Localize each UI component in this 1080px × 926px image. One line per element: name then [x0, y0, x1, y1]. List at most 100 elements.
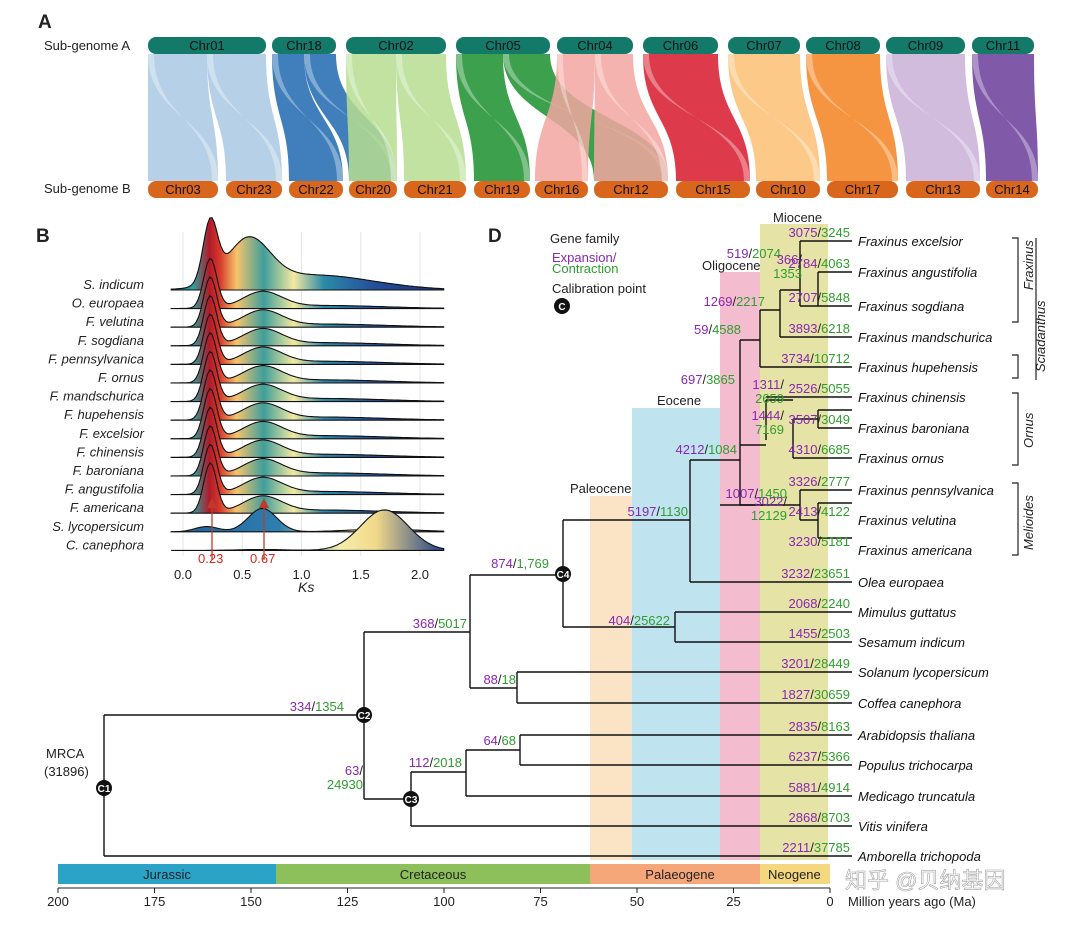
period-cretaceous — [276, 864, 590, 884]
taxon-contraction: 5055 — [821, 381, 850, 396]
node-contraction: 2074 — [752, 246, 781, 261]
taxon-name: Fraxinus velutina — [858, 513, 956, 528]
panel-a-letter: A — [38, 12, 52, 33]
node-expansion: 1444 — [751, 408, 780, 423]
synteny-ribbons — [148, 54, 1038, 181]
taxon-expansion: 2707 — [789, 290, 818, 305]
calibration-c3: C3 — [403, 791, 419, 807]
chromosome-bottom-0 — [148, 181, 218, 198]
taxon-counts: 2211/37785 — [782, 840, 850, 855]
phylogenetic-tree — [103, 240, 852, 857]
chromosome-bottom-12 — [986, 181, 1038, 198]
chromosome-top-label: Chr05 — [485, 38, 520, 53]
chromosome-bottom-7 — [594, 181, 668, 198]
taxon-contraction: 23651 — [814, 566, 850, 581]
time-tick-label: 175 — [144, 894, 166, 909]
taxon-expansion: 4310 — [789, 442, 818, 457]
taxon-contraction: 8163 — [821, 719, 850, 734]
taxon-name: Olea europaea — [858, 575, 944, 590]
ks-species-label: F. ornus — [98, 370, 145, 385]
calibration-point-icon-letter: C — [558, 302, 565, 313]
paleocene-band — [590, 496, 632, 860]
period-palaeogene-label: Palaeogene — [645, 867, 714, 882]
taxon-contraction: 4122 — [821, 504, 850, 519]
ks-density-ridge — [170, 406, 445, 458]
synteny-ribbon — [272, 54, 343, 181]
taxon-counts: 2526/5055 — [789, 381, 850, 396]
taxon-slash: / — [810, 840, 814, 855]
node-counts: 4212/1084 — [676, 442, 737, 457]
taxon-expansion: 1827 — [781, 687, 810, 702]
taxon-counts: 3734/10712 — [781, 351, 850, 366]
taxon-counts: 2868/8703 — [789, 810, 850, 825]
taxon-contraction: 4914 — [821, 780, 850, 795]
ks-tick-label: 0.5 — [233, 567, 251, 582]
time-tick-label: 100 — [433, 894, 455, 909]
panel-d-letter: D — [488, 226, 502, 247]
node-contraction: 2217 — [736, 294, 765, 309]
taxon-counts: 3507/3049 — [789, 412, 850, 427]
taxon-expansion: 3232 — [781, 566, 810, 581]
node-slash: / — [498, 672, 502, 687]
ks-density-ridge — [170, 294, 445, 347]
taxon-contraction: 10712 — [814, 351, 850, 366]
chromosome-bottom-label: Chr17 — [845, 182, 880, 197]
taxon-name: Fraxinus chinensis — [858, 390, 966, 405]
node-expansion: 5197 — [627, 504, 656, 519]
chromosome-top-label: Chr07 — [746, 38, 781, 53]
taxon-slash: / — [817, 810, 821, 825]
ks-ridgeline-plot — [170, 217, 445, 551]
taxon-name: Fraxinus angustifolia — [858, 265, 977, 280]
chromosome-bottom-1 — [226, 181, 282, 198]
node-expansion: 3022 — [754, 494, 783, 509]
taxon-expansion: 3075 — [789, 225, 818, 240]
taxon-counts: 3326/2777 — [789, 474, 850, 489]
calibration-c1: C1 — [96, 780, 112, 796]
chromosome-bottom-8 — [676, 181, 750, 198]
taxon-slash: / — [817, 321, 821, 336]
taxon-slash: / — [817, 719, 821, 734]
chromosome-bottom-label: Chr19 — [484, 182, 519, 197]
ks-species-label: S. lycopersicum — [52, 519, 144, 534]
calibration-c4: C4 — [555, 566, 571, 582]
taxon-contraction: 3245 — [821, 225, 850, 240]
epoch-paleocene: Paleocene — [570, 481, 631, 496]
taxon-name: Vitis vinifera — [858, 819, 928, 834]
taxon-contraction: 2503 — [821, 626, 850, 641]
node-slash: / — [704, 442, 708, 457]
taxon-slash: / — [810, 687, 814, 702]
taxon-expansion: 3734 — [781, 351, 810, 366]
synteny-ribbon — [972, 54, 1038, 181]
ks-tick-label: 1.0 — [292, 567, 310, 582]
node-slash: / — [429, 755, 433, 770]
time-tick-label: 50 — [630, 894, 644, 909]
taxon-contraction: 8703 — [821, 810, 850, 825]
node-contraction: 1354 — [315, 699, 344, 714]
chromosome-top-label: Chr04 — [577, 38, 612, 53]
node-counts: 1007/1450 — [726, 486, 787, 501]
node-contraction: 24930 — [327, 777, 363, 792]
epoch-miocene: Miocene — [773, 210, 822, 225]
ks-species-label: F. baroniana — [73, 463, 144, 478]
chromosome-top-label: Chr02 — [378, 38, 413, 53]
taxon-counts: 1827/30659 — [781, 687, 850, 702]
ks-density-ridge — [171, 509, 445, 551]
node-counts: 63/ — [345, 763, 363, 778]
node-slash: / — [434, 616, 438, 631]
taxon-contraction: 30659 — [814, 687, 850, 702]
ks-axis-label: Ks — [298, 579, 314, 595]
node-counts: 1444/ — [751, 408, 784, 423]
taxon-contraction: 3049 — [821, 412, 850, 427]
taxon-expansion: 3507 — [789, 412, 818, 427]
taxon-slash: / — [810, 656, 814, 671]
chromosome-bottom-label: Chr22 — [298, 182, 333, 197]
node-slash: / — [359, 763, 363, 778]
synteny-ribbon — [728, 54, 820, 181]
chromosome-bottom-label: Chr23 — [236, 182, 271, 197]
chromosome-top-2 — [346, 37, 446, 54]
taxon-counts: 1455/2503 — [789, 626, 850, 641]
